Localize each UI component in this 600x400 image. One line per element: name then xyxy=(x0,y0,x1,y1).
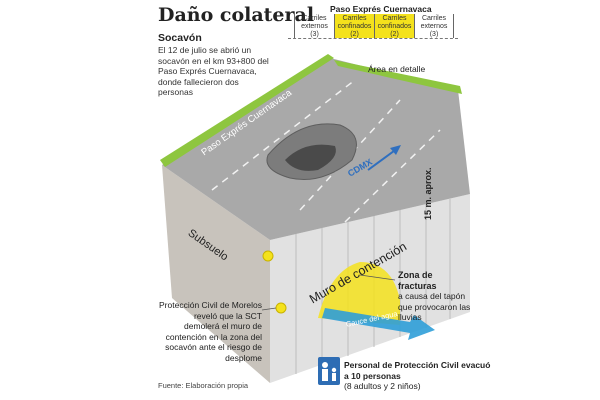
lanes-title: Paso Exprés Cuernavaca xyxy=(330,4,432,14)
page-title: Daño colateral xyxy=(158,4,315,26)
fracture-zone-text: a causa del tapón que provocaron las llu… xyxy=(398,291,471,322)
grass-strip-left xyxy=(160,54,334,167)
lanes-legend: Carriles externos(3) Carriles confinados… xyxy=(294,14,454,38)
lane-external-right: Carriles externos(3) xyxy=(414,14,454,38)
water-flow-arrow xyxy=(322,308,435,340)
callout-dot-subsoil xyxy=(262,250,274,262)
civil-protection-note: Protección Civil de Morelos reveló que l… xyxy=(159,300,262,363)
socavon-text: El 12 de julio se abrió un socavón en el… xyxy=(158,45,269,97)
subsoil-face xyxy=(162,165,270,383)
socavon-heading: Socavón xyxy=(158,32,202,44)
evacuation-detail: (8 adultos y 2 niños) xyxy=(344,381,421,391)
grass-strip-right xyxy=(334,60,462,94)
callout-dot-wall xyxy=(275,302,287,314)
lanes-divider xyxy=(288,38,458,42)
area-detail-label: Área en detalle xyxy=(368,64,426,74)
evacuation-heading: Personal de Protección Civil evacuó a 10… xyxy=(344,360,491,381)
lane-confined-right: Carriles confinados(2) xyxy=(374,14,414,38)
source-note: Fuente: Elaboración propia xyxy=(158,381,249,390)
lane-confined-left: Carriles confinados(2) xyxy=(334,14,374,38)
height-label: 15 m. aprox. xyxy=(423,167,433,220)
arrow-right-icon xyxy=(390,145,401,155)
lane-external-left: Carriles externos(3) xyxy=(294,14,334,38)
fracture-zone-heading: Zona de fracturas xyxy=(398,270,437,291)
family-icon xyxy=(318,357,340,385)
